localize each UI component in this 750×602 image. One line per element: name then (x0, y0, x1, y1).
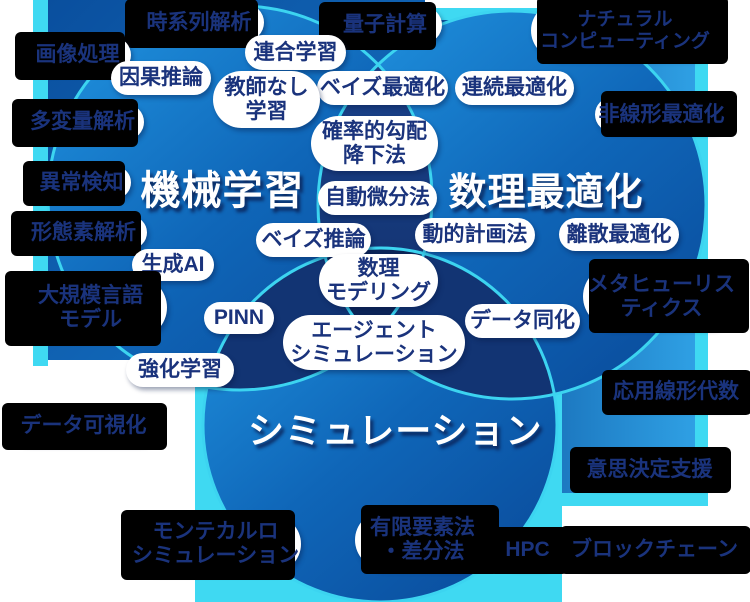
term-bayesian-inference: ベイズ推論 (256, 223, 371, 257)
term-time-series-analysis: 時系列解析 (125, 0, 264, 48)
term-reinforcement-learning: 強化学習 (126, 353, 234, 387)
term-federated-learning: 連合学習 (245, 35, 346, 70)
circle-title-simulation: シミュレーション (248, 410, 543, 451)
term-stochastic-gradient-descent: 確率的勾配 降下法 (311, 116, 438, 171)
term-nonlinear-optimization: 非線形最適化 (595, 91, 737, 137)
term-data-visualization: データ可視化 (2, 403, 167, 450)
term-metaheuristics: メタヒューリス ティクス (583, 259, 749, 333)
circle-title-machine-learning: 機械学習 (140, 169, 305, 213)
term-blockchain: ブロックチェーン (560, 526, 750, 574)
term-large-language-model: 大規模言語 モデル (5, 271, 167, 346)
term-image-processing: 画像処理 (15, 32, 131, 80)
term-anomaly-detection: 異常検知 (23, 161, 131, 206)
term-discrete-optimization: 離散最適化 (559, 218, 679, 251)
term-multivariate-analysis: 多変量解析 (12, 99, 144, 147)
term-monte-carlo-simulation: モンテカルロ シミュレーション (121, 510, 301, 580)
term-hpc: HPC (489, 527, 568, 574)
term-quantum-computing: 量子計算 (319, 2, 442, 50)
term-pinn: PINN (204, 302, 274, 334)
term-causal-inference: 因果推論 (111, 61, 211, 95)
term-dynamic-programming: 動的計画法 (415, 218, 535, 252)
term-agent-simulation: エージェント シミュレーション (283, 315, 465, 370)
term-bayesian-optimization: ベイズ最適化 (317, 71, 448, 105)
term-mathematical-modeling: 数理 モデリング (319, 254, 438, 307)
term-natural-computing: ナチュラル コンピューティング (531, 0, 728, 64)
circle-title-mathematical-optimization: 数理最適化 (448, 172, 644, 214)
term-data-assimilation: データ同化 (465, 304, 580, 338)
term-applied-linear-algebra: 応用線形代数 (602, 370, 750, 415)
term-decision-support: 意思決定支援 (570, 447, 731, 493)
term-continuous-optimization: 連続最適化 (455, 71, 574, 105)
term-unsupervised-learning: 教師なし 学習 (213, 71, 320, 128)
term-automatic-differentiation: 自動微分法 (318, 181, 437, 215)
term-morphological-analysis: 形態素解析 (11, 211, 147, 256)
term-fem-fdm: 有限要素法 ・差分法 (355, 505, 499, 574)
